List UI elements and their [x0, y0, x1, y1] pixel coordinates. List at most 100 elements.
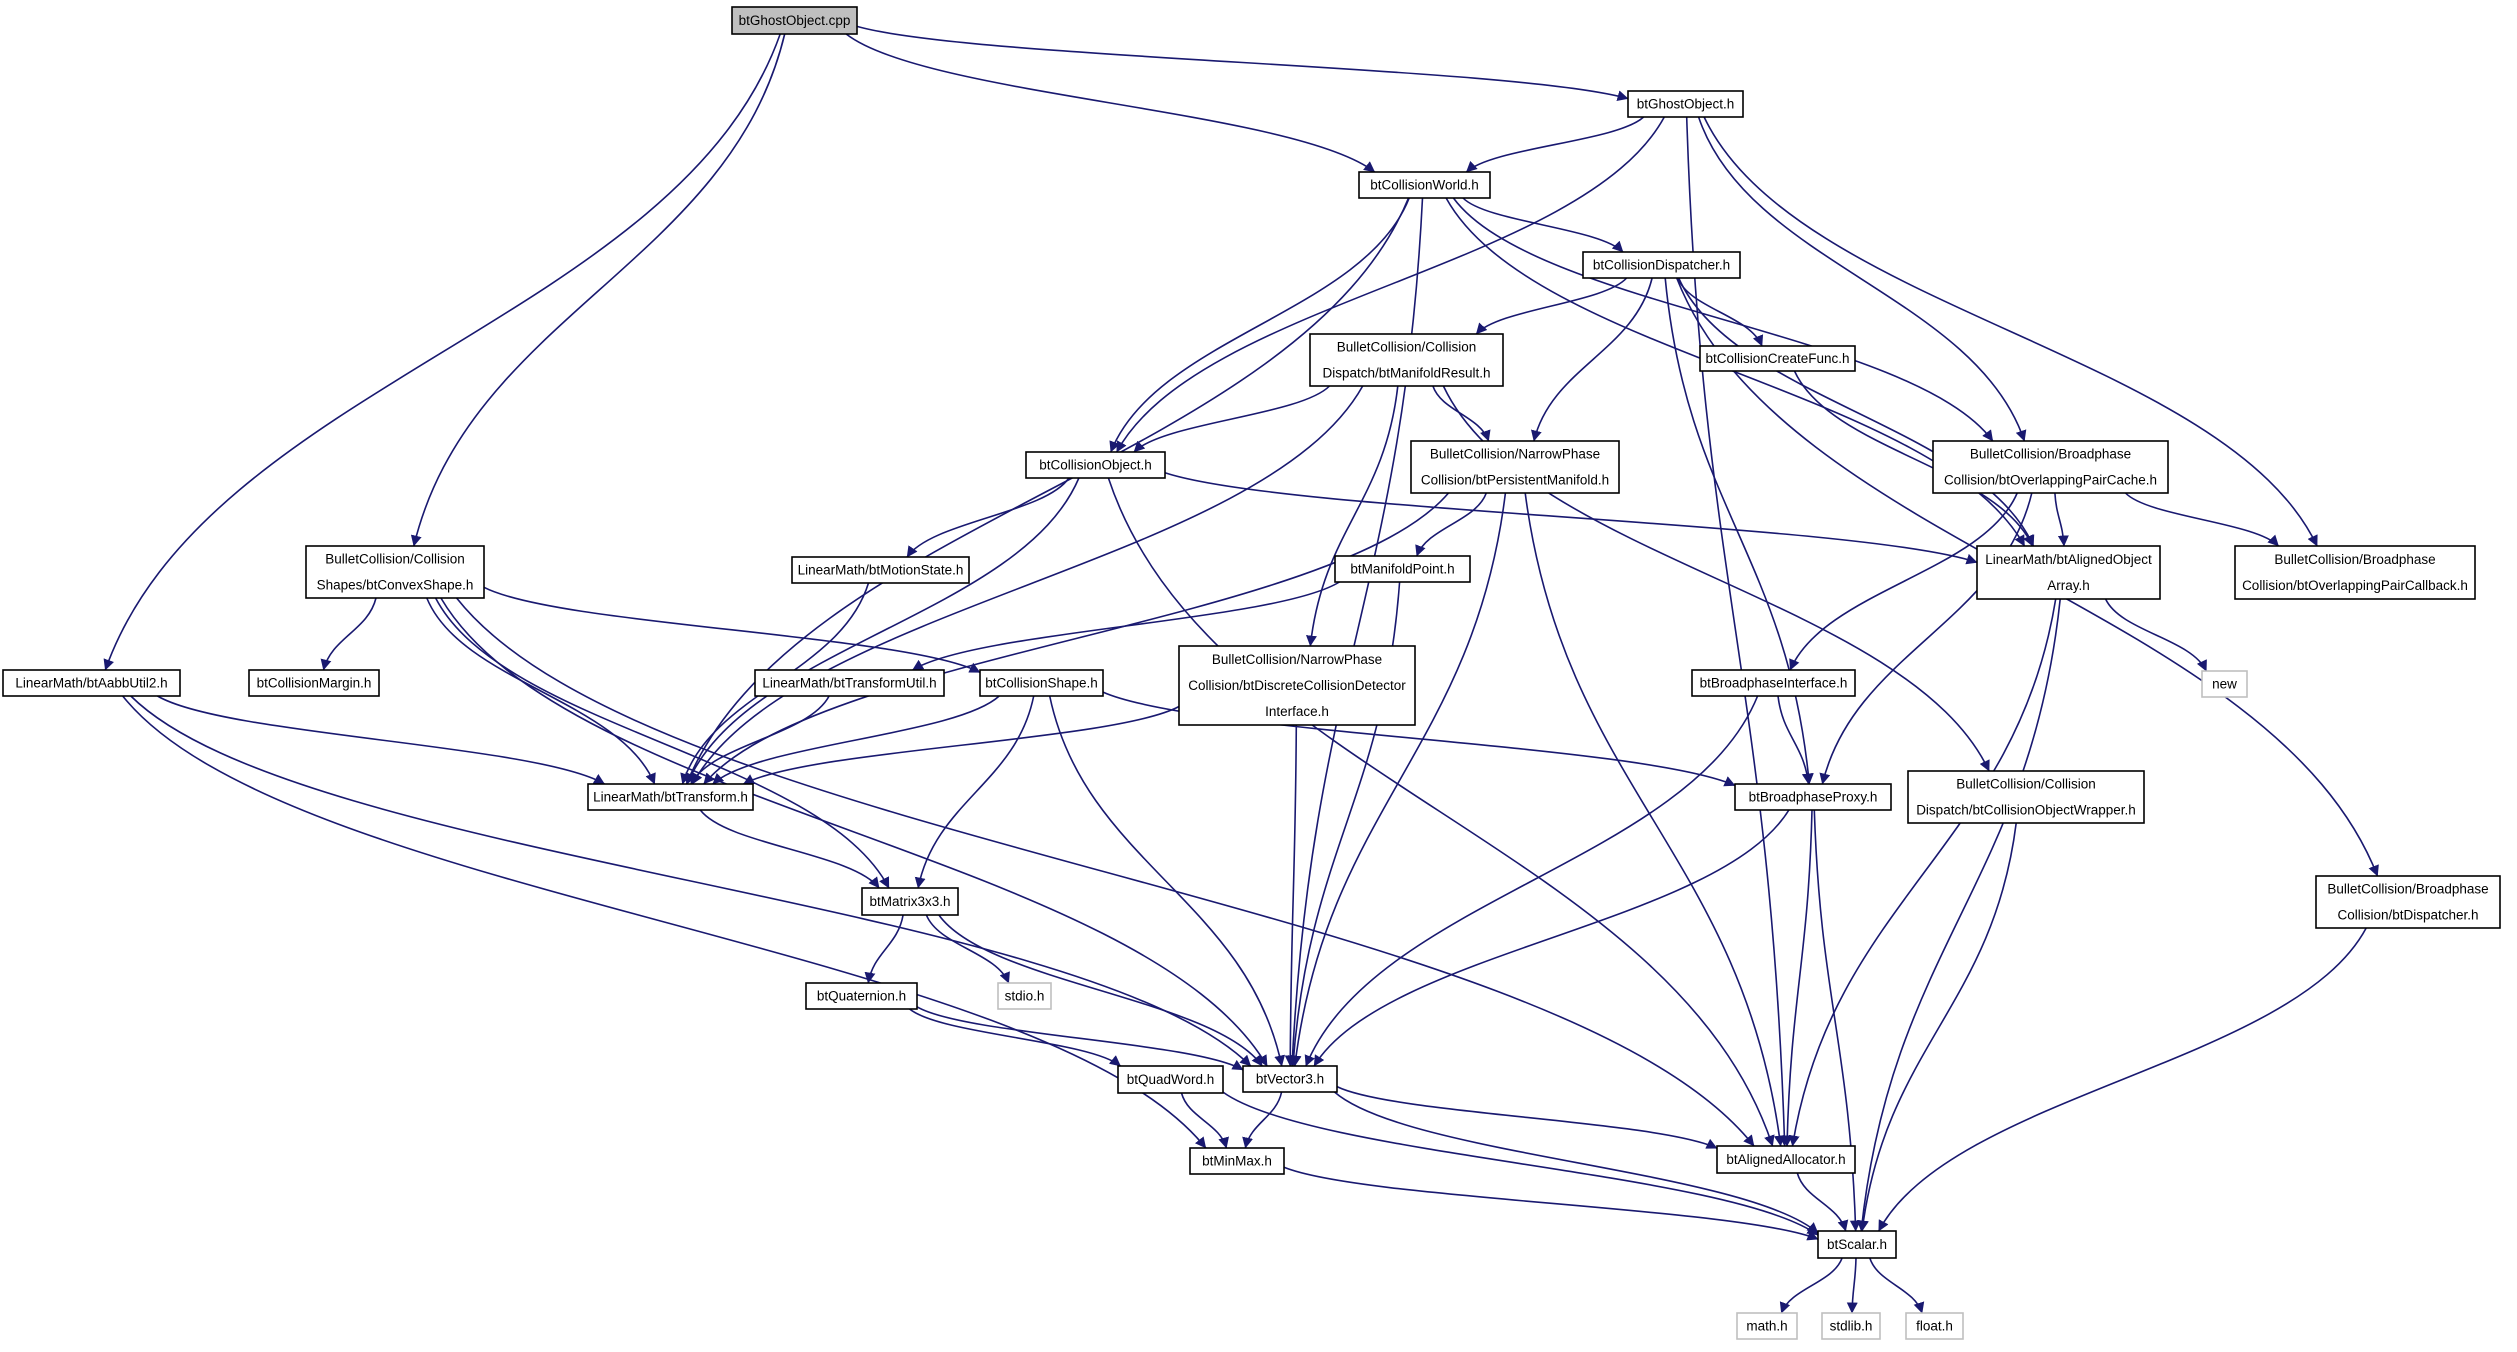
node-motion[interactable]: LinearMath/btMotionState.h	[791, 556, 970, 584]
edge-matrix-to-vector	[938, 914, 1263, 1067]
node-bpproxy[interactable]: btBroadphaseProxy.h	[1734, 783, 1892, 811]
node-label: LinearMath/btTransform.h	[593, 790, 748, 805]
node-new: new	[2201, 670, 2248, 698]
node-box	[1907, 770, 2145, 824]
node-label: stdio.h	[1005, 989, 1045, 1004]
node-ghosth[interactable]: btGhostObject.h	[1627, 90, 1744, 118]
node-world[interactable]: btCollisionWorld.h	[1358, 171, 1491, 199]
node-convex[interactable]: BulletCollision/CollisionShapes/btConvex…	[305, 545, 485, 599]
edge-matrix-to-stdio	[925, 914, 1010, 984]
node-box	[1309, 333, 1504, 387]
node-tutil[interactable]: LinearMath/btTransformUtil.h	[754, 669, 945, 697]
node-bpiface[interactable]: btBroadphaseInterface.h	[1691, 669, 1856, 697]
node-colobj[interactable]: btCollisionObject.h	[1025, 451, 1166, 479]
edge-convex-to-vector	[440, 597, 1268, 1067]
node-dispatcher[interactable]: BulletCollision/BroadphaseCollision/btDi…	[2315, 875, 2501, 929]
node-disp[interactable]: btCollisionDispatcher.h	[1582, 251, 1741, 279]
node-matrix[interactable]: btMatrix3x3.h	[861, 887, 959, 916]
edge-root-to-aabb	[103, 33, 781, 671]
edge-colobj-to-transform	[686, 477, 1080, 785]
node-label: BulletCollision/Broadphase	[1970, 447, 2131, 462]
edge-manpoint-to-tutil	[912, 581, 1340, 671]
edge-shape-to-bpproxy	[1102, 691, 1736, 787]
node-label: btCollisionMargin.h	[257, 676, 372, 691]
node-quadword[interactable]: btQuadWord.h	[1117, 1065, 1224, 1094]
edge-aabb-to-transform	[157, 695, 605, 785]
node-label: btMinMax.h	[1202, 1154, 1272, 1169]
node-label: Collision/btOverlappingPairCache.h	[1944, 473, 2157, 488]
node-shape[interactable]: btCollisionShape.h	[979, 669, 1104, 697]
edge-convex-to-shape	[483, 586, 981, 674]
node-label: stdlib.h	[1830, 1319, 1873, 1334]
node-box	[1699, 345, 1856, 372]
edge-aabb-to-minmax	[122, 695, 1207, 1149]
edge-dispatcher-to-scalar	[1877, 927, 2367, 1232]
node-label: btCollisionShape.h	[985, 676, 1098, 691]
node-label: btBroadphaseInterface.h	[1700, 676, 1848, 691]
edge-manres-to-colobj	[1133, 385, 1331, 453]
node-box	[791, 556, 970, 584]
node-box	[1025, 451, 1166, 479]
edge-ghosth-to-world	[1465, 116, 1645, 173]
node-label: Dispatch/btCollisionObjectWrapper.h	[1916, 803, 2136, 818]
node-allocator[interactable]: btAlignedAllocator.h	[1716, 1145, 1856, 1174]
node-quat[interactable]: btQuaternion.h	[805, 982, 918, 1010]
node-box	[979, 669, 1104, 697]
node-discrete[interactable]: BulletCollision/NarrowPhaseCollision/btD…	[1178, 645, 1416, 726]
edge-matrix-to-quat	[864, 914, 904, 984]
edge-quat-to-vector	[916, 1006, 1244, 1071]
node-vector[interactable]: btVector3.h	[1242, 1065, 1338, 1093]
edge-disp-to-persman	[1531, 277, 1653, 442]
edge-world-to-colobj	[1109, 197, 1410, 453]
node-margin[interactable]: btCollisionMargin.h	[248, 669, 380, 697]
node-wrapper[interactable]: BulletCollision/CollisionDispatch/btColl…	[1907, 770, 2145, 824]
edge-transform-to-matrix	[699, 809, 880, 889]
edge-shape-to-matrix	[914, 695, 1035, 889]
edge-overcache-to-bpiface	[1789, 492, 2018, 671]
node-overcache[interactable]: BulletCollision/BroadphaseCollision/btOv…	[1932, 440, 2169, 494]
node-label: btMatrix3x3.h	[869, 894, 950, 909]
edge-convex-to-allocator	[455, 597, 1755, 1147]
node-label: btManifoldPoint.h	[1350, 562, 1454, 577]
edge-scalar-to-float	[1869, 1257, 1925, 1314]
edge-bpproxy-to-vector	[1313, 809, 1790, 1067]
edge-minmax-to-scalar	[1283, 1166, 1819, 1241]
edge-bpiface-to-bpproxy	[1777, 695, 1813, 785]
node-label: BulletCollision/Collision	[325, 552, 465, 567]
node-label: new	[2212, 677, 2237, 692]
node-persman[interactable]: BulletCollision/NarrowPhaseCollision/btP…	[1410, 440, 1620, 494]
edge-vector-to-minmax	[1242, 1091, 1283, 1149]
edge-colobj-to-motion	[906, 477, 1070, 558]
node-label: BulletCollision/Broadphase	[2274, 552, 2435, 567]
node-transform[interactable]: LinearMath/btTransform.h	[587, 783, 754, 811]
edge-discrete-to-transform	[743, 705, 1180, 785]
node-label: float.h	[1916, 1319, 1953, 1334]
edge-overcache-to-bpproxy	[1819, 492, 2033, 785]
edge-colobj-to-allocator	[1107, 477, 1775, 1147]
node-minmax[interactable]: btMinMax.h	[1189, 1147, 1285, 1175]
node-scalar[interactable]: btScalar.h	[1817, 1230, 1897, 1259]
node-root[interactable]: btGhostObject.cpp	[731, 6, 858, 35]
edge-root-to-convex	[410, 33, 786, 547]
node-overcb[interactable]: BulletCollision/BroadphaseCollision/btOv…	[2234, 545, 2476, 600]
node-manres[interactable]: BulletCollision/CollisionDispatch/btMani…	[1309, 333, 1504, 387]
edge-bpproxy-to-allocator	[1781, 809, 1813, 1147]
edge-aligned-to-scalar	[1856, 598, 2061, 1232]
node-box	[754, 669, 945, 697]
node-createfunc[interactable]: btCollisionCreateFunc.h	[1699, 345, 1856, 372]
node-box	[805, 982, 918, 1010]
node-aabb[interactable]: LinearMath/btAabbUtil2.h	[2, 669, 181, 697]
edge-wrapper-to-scalar	[1857, 822, 2017, 1232]
node-box	[997, 982, 1052, 1010]
node-manpoint[interactable]: btManifoldPoint.h	[1334, 555, 1471, 583]
edge-scalar-to-stdlib	[1846, 1257, 1858, 1314]
edge-convex-to-transform	[426, 597, 656, 785]
edge-bpiface-to-vector	[1304, 695, 1759, 1067]
node-box	[1817, 1230, 1897, 1259]
edge-aligned-to-allocator	[1788, 598, 2057, 1147]
node-math: math.h	[1736, 1312, 1798, 1340]
node-box	[1117, 1065, 1224, 1094]
edge-root-to-ghosth	[856, 25, 1629, 102]
node-label: BulletCollision/NarrowPhase	[1430, 447, 1600, 462]
